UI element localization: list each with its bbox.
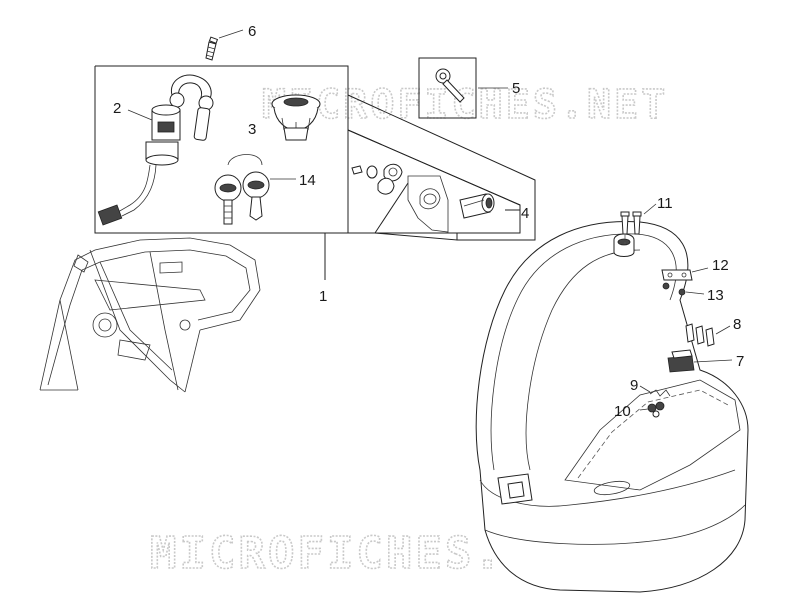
callout-3: 3 — [248, 121, 256, 138]
callout-13: 13 — [707, 287, 724, 304]
part-ignition-lock-2 — [97, 74, 214, 226]
part-latch-7 — [667, 349, 733, 373]
motorcycle-frame — [39, 237, 261, 393]
callout-labels: 1 2 3 4 5 6 7 8 9 10 11 12 13 14 — [113, 23, 744, 420]
part-keys-14 — [214, 154, 296, 225]
callout-5: 5 — [512, 80, 520, 97]
watermark-top: MICROFICHES.NET — [262, 82, 668, 128]
side-case — [475, 221, 749, 593]
callout-7: 7 — [736, 353, 744, 370]
callout-14: 14 — [299, 172, 316, 189]
callout-11: 11 — [657, 195, 673, 212]
callout-8: 8 — [733, 316, 741, 333]
part-screw-6 — [205, 29, 244, 61]
callout-10: 10 — [614, 403, 631, 420]
part-nuts-13 — [662, 282, 705, 296]
callout-2: 2 — [113, 100, 121, 117]
kit-outline-4 — [347, 129, 521, 241]
part-lock-cylinder-4 — [351, 163, 495, 233]
part-key-blank-5 — [418, 57, 508, 119]
callout-9: 9 — [630, 377, 638, 394]
part-bolts-8 — [685, 323, 731, 347]
part-plate-12 — [661, 267, 709, 281]
callout-6: 6 — [248, 23, 256, 40]
callout-4: 4 — [521, 205, 529, 222]
part-screws-11 — [620, 203, 657, 244]
part-spring-9 — [639, 385, 671, 397]
callout-1: 1 — [319, 288, 327, 305]
part-clips-10 — [639, 401, 665, 418]
part-cap-3 — [271, 94, 321, 141]
callout-12: 12 — [712, 257, 729, 274]
